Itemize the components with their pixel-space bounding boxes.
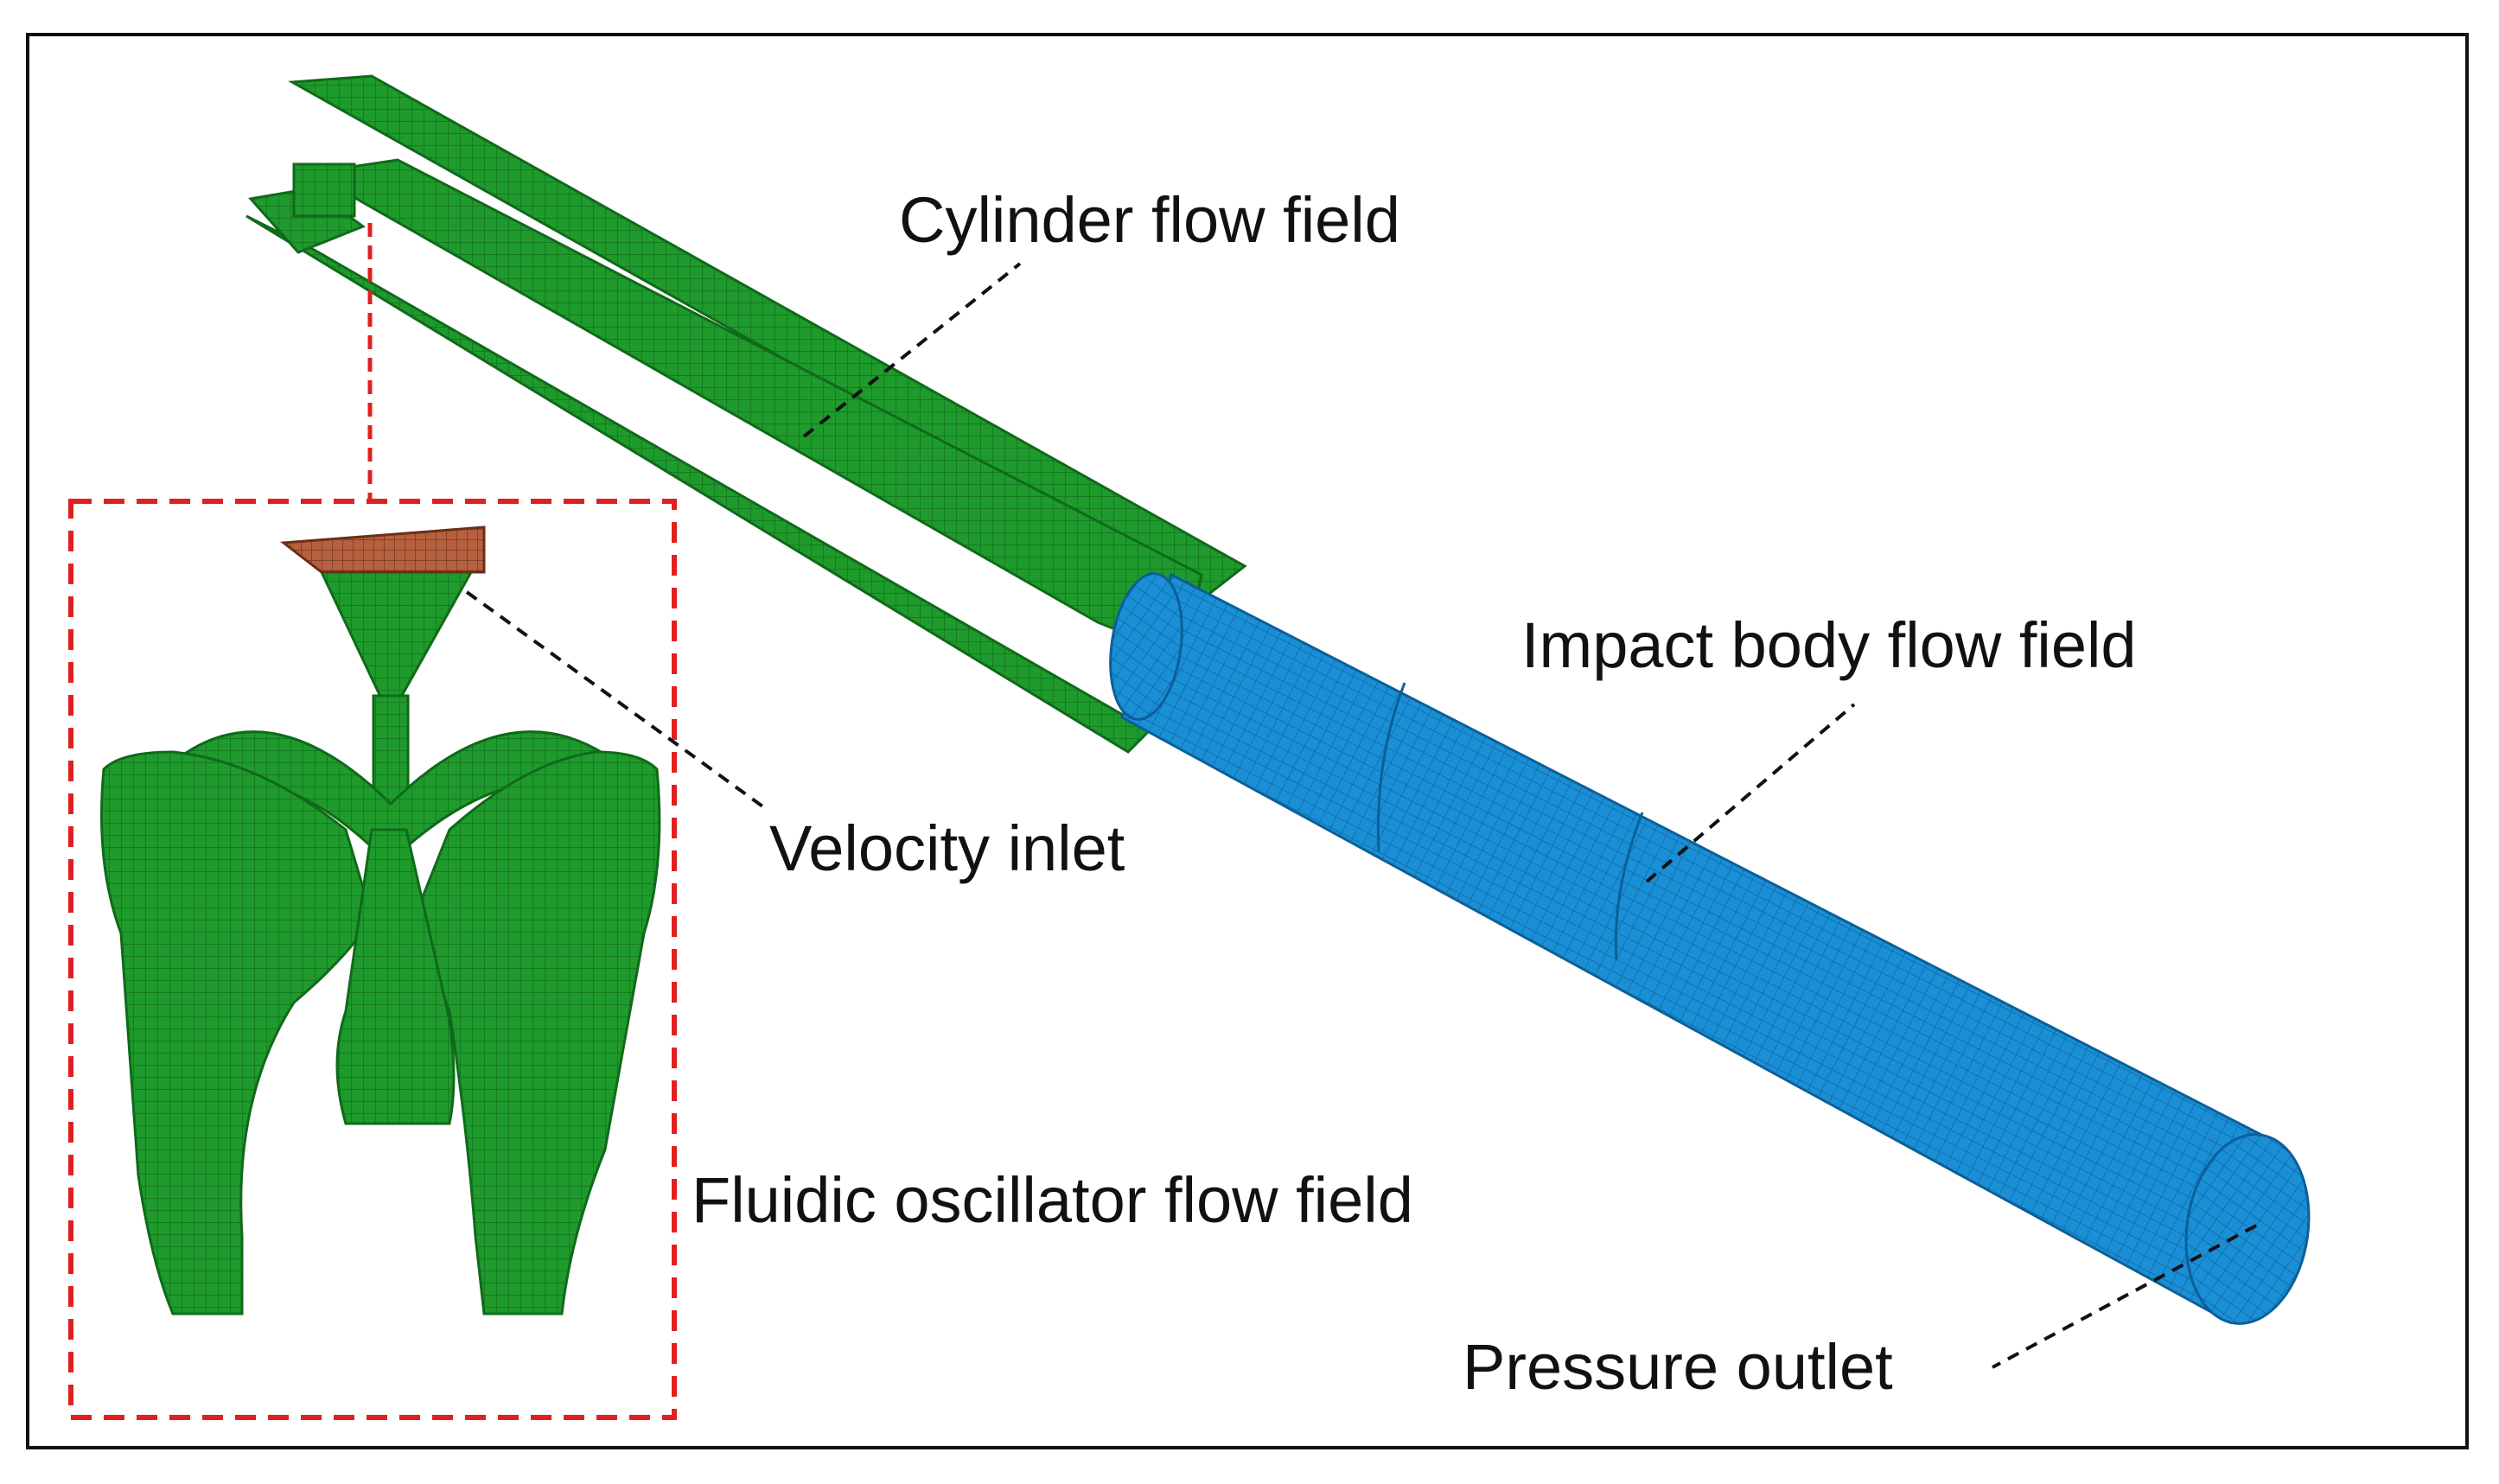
impact-body-start-face xyxy=(1109,572,1183,721)
leader-pressure-outlet xyxy=(1992,1224,2257,1369)
leader-cylinder xyxy=(802,262,1022,438)
label-cylinder-flow-field: Cylinder flow field xyxy=(899,184,1400,256)
cylinder-left-clamp xyxy=(248,187,367,254)
velocity-inlet-face xyxy=(280,525,486,574)
oscillator-center-split xyxy=(335,828,456,1125)
leader-impact-body xyxy=(1645,703,1856,883)
figure-frame xyxy=(26,33,2469,1449)
impact-body-flow-field xyxy=(1109,572,2311,1325)
cylinder-flow-field xyxy=(245,74,1247,754)
zoom-inset-box xyxy=(68,499,677,1420)
label-pressure-outlet: Pressure outlet xyxy=(1463,1331,1893,1403)
oscillator-left-chamber xyxy=(100,750,373,1315)
leader-lines xyxy=(465,262,2257,1369)
label-fluidic-oscillator-flow-field: Fluidic oscillator flow field xyxy=(692,1164,1413,1236)
label-impact-body-flow-field: Impact body flow field xyxy=(1521,609,2137,681)
cylinder-end-cap xyxy=(292,162,356,218)
impact-body-step-1 xyxy=(1376,682,1406,852)
oscillator-right-chamber xyxy=(413,750,661,1315)
fluidic-oscillator-flow-field xyxy=(100,525,661,1315)
label-velocity-inlet: Velocity inlet xyxy=(769,812,1125,884)
impact-body-step-2 xyxy=(1614,812,1644,960)
oscillator-neck xyxy=(319,570,474,702)
